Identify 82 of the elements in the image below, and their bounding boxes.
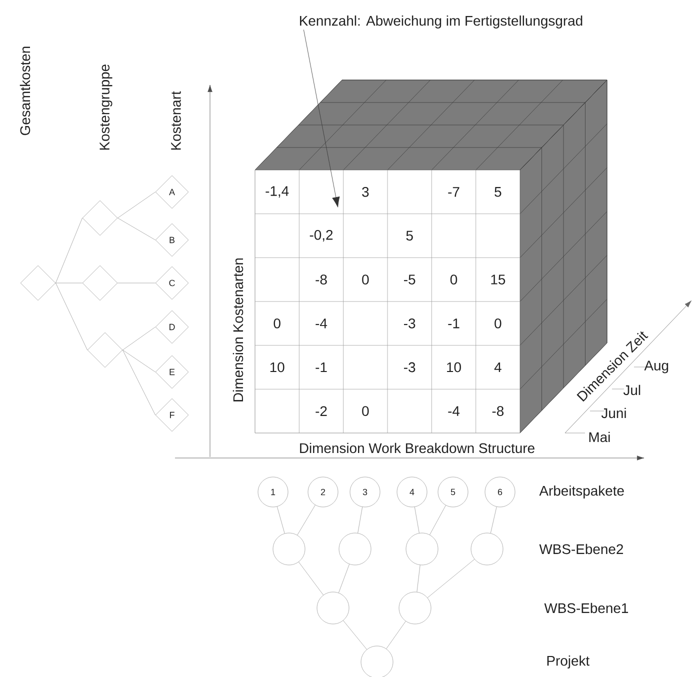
cell-value: 0 [362, 274, 369, 285]
axis-label: Dimension Kostenarten [232, 258, 244, 402]
circle-node: 3 [350, 476, 380, 508]
level-label: Arbeitspakete [539, 486, 624, 498]
cell-value: -2 [316, 406, 327, 416]
diamond-node: C [155, 266, 189, 300]
cell-value: -8 [316, 274, 327, 285]
diamond-node [82, 200, 118, 236]
leader-line [303, 30, 340, 208]
cell-value: -5 [404, 274, 416, 284]
connector-line [427, 559, 475, 598]
column-heading: Gesamtkosten [20, 46, 30, 136]
circle-node [338, 532, 372, 566]
connector-line [298, 562, 324, 596]
connector-line [56, 282, 88, 350]
annotation-text: Kennzahl: Abweichung im Fertigstellungsgrad [300, 16, 582, 28]
cell-value: -1 [448, 318, 460, 328]
column-heading: Kostenart [171, 91, 181, 150]
diamond-node: B [155, 223, 189, 257]
circle-node: 1 [258, 476, 288, 508]
connector-line [56, 218, 82, 284]
connector-line [358, 506, 363, 534]
connector-line [118, 282, 156, 284]
cell-value: 0 [494, 318, 502, 328]
cell-value: 0 [362, 406, 369, 416]
connector-line [276, 506, 285, 534]
cell-value: -3 [404, 318, 416, 328]
connector-line [414, 506, 420, 534]
circle-node [272, 532, 306, 566]
connector-line [343, 620, 367, 650]
connector-line [386, 621, 406, 649]
cell-value: 15 [491, 274, 506, 284]
circle-node [470, 532, 504, 566]
connector-line [122, 350, 156, 416]
cell-value: 10 [447, 362, 461, 372]
circle-node: 4 [396, 476, 428, 508]
circle-node [398, 592, 432, 624]
diamond-node: E [155, 355, 189, 389]
cell-value: 5 [406, 230, 413, 241]
diamond-node: F [155, 398, 189, 432]
connector-line [56, 282, 82, 284]
circle-node: 2 [308, 476, 338, 508]
diamond-node [82, 265, 118, 301]
circle-node: 5 [438, 476, 468, 508]
month-label: Aug [644, 360, 668, 374]
connector-line [118, 192, 156, 218]
connector-line [122, 326, 156, 350]
level-label: WBS-Ebene2 [539, 544, 623, 554]
diamond-node [87, 332, 123, 368]
cell-value: 3 [362, 186, 369, 197]
cell-value: -0,2 [310, 230, 333, 242]
column-heading: Kostengruppe [100, 64, 112, 150]
cell-value: -7 [448, 187, 460, 197]
axis-label: Dimension Work Breakdown Structure [300, 442, 534, 454]
circle-node [406, 532, 438, 566]
month-label: Juni [601, 408, 626, 418]
month-label: Mai [589, 432, 610, 442]
connector-line [338, 564, 350, 594]
cell-value: 10 [270, 362, 284, 372]
level-label: Projekt [547, 656, 590, 668]
connector-line [122, 350, 156, 372]
cell-value: 0 [274, 318, 280, 328]
cell-value: -1 [316, 362, 327, 372]
diamond-node: A [155, 175, 189, 209]
connector-line [490, 506, 497, 534]
cell-value: -4 [448, 406, 460, 416]
connector-line [430, 505, 446, 535]
cell-value: 4 [494, 362, 502, 372]
connector-line [118, 218, 156, 240]
diamond-node [20, 265, 56, 301]
cell-value: -8 [492, 406, 504, 416]
connector-line [416, 564, 420, 592]
level-label: WBS-Ebene1 [544, 602, 628, 614]
connector-line [297, 504, 316, 536]
circle-node [316, 592, 350, 624]
cell-value: -4 [316, 318, 328, 328]
cell-value: -3 [404, 362, 416, 372]
cell-value: 5 [494, 187, 502, 197]
cell-value: 0 [450, 274, 458, 285]
circle-node: 6 [484, 476, 516, 508]
cell-value: -1,4 [266, 186, 289, 198]
diamond-node: D [155, 310, 189, 344]
